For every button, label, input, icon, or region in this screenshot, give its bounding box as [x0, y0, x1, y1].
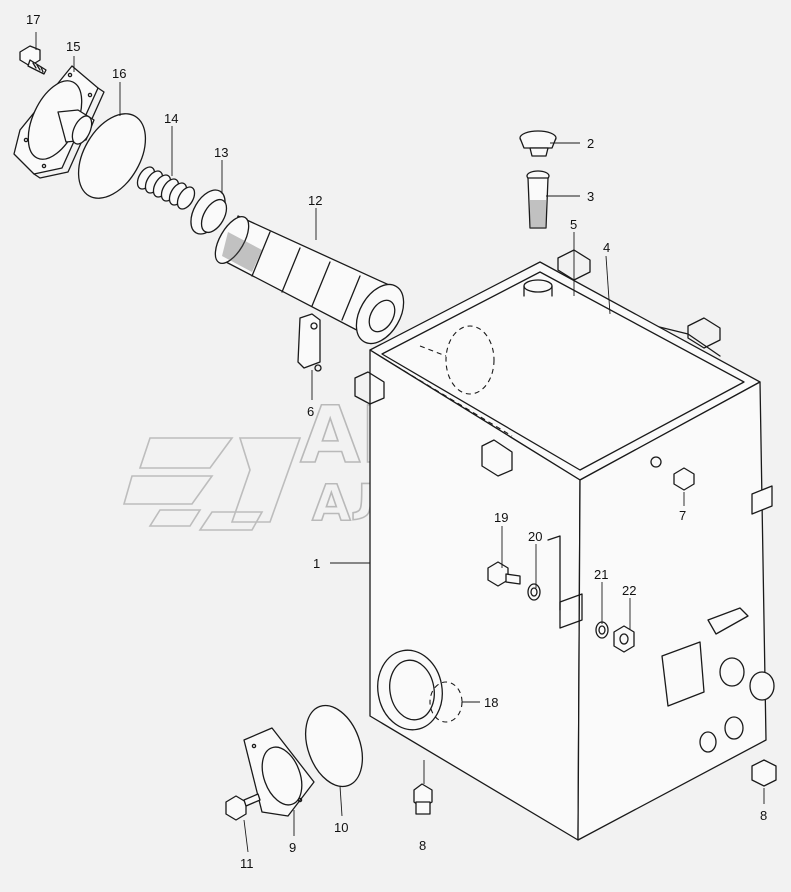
part-8-drain-plug-right: [751, 759, 777, 787]
callout-14: 14: [164, 111, 178, 126]
callout-10: 10: [334, 820, 348, 835]
part-19-bolt: [487, 561, 521, 587]
part-20-washer: [527, 583, 541, 601]
part-21-washer: [595, 621, 609, 639]
callout-19: 19: [494, 510, 508, 525]
callout-labels: 17 15 16 14 13 12 2 3 5 4 6 7 1 19 20 21…: [26, 12, 767, 871]
callout-21: 21: [594, 567, 608, 582]
callout-6: 6: [307, 404, 314, 419]
callout-18: 18: [484, 695, 498, 710]
callout-4: 4: [603, 240, 610, 255]
part-10-gasket: [305, 704, 363, 788]
callout-5: 5: [570, 217, 577, 232]
callout-20: 20: [528, 529, 542, 544]
callout-13: 13: [214, 145, 228, 160]
part-8-drain-plug-bottom: [413, 783, 433, 815]
callout-7: 7: [679, 508, 686, 523]
part-6-bracket: [297, 313, 322, 372]
part-9-cover: [243, 727, 315, 817]
callout-2: 2: [587, 136, 594, 151]
part-2-filler-cap: [519, 130, 557, 157]
callout-8-bottom: 8: [419, 838, 426, 853]
part-12-filter: [214, 215, 405, 345]
part-7-plug: [650, 456, 695, 491]
part-22-nut: [613, 625, 635, 653]
part-1-tank: [354, 249, 775, 841]
part-17-bolt: [19, 45, 47, 75]
callout-17: 17: [26, 12, 40, 27]
callout-1: 1: [313, 556, 320, 571]
part-14-spring: [136, 166, 196, 210]
part-13-cap: [190, 189, 228, 235]
callout-12: 12: [308, 193, 322, 208]
callout-8-right: 8: [760, 808, 767, 823]
callout-3: 3: [587, 189, 594, 204]
part-3-strainer: [526, 170, 550, 229]
leader-lines: [35, 32, 765, 853]
callout-22: 22: [622, 583, 636, 598]
callout-16: 16: [112, 66, 126, 81]
part-16-gasket: [77, 113, 147, 199]
part-15-flange: [13, 65, 105, 179]
watermark-logo-icon: [122, 437, 302, 531]
callout-11: 11: [240, 856, 254, 871]
callout-15: 15: [66, 39, 80, 54]
part-11-bolt: [225, 793, 261, 821]
callout-9: 9: [289, 840, 296, 855]
